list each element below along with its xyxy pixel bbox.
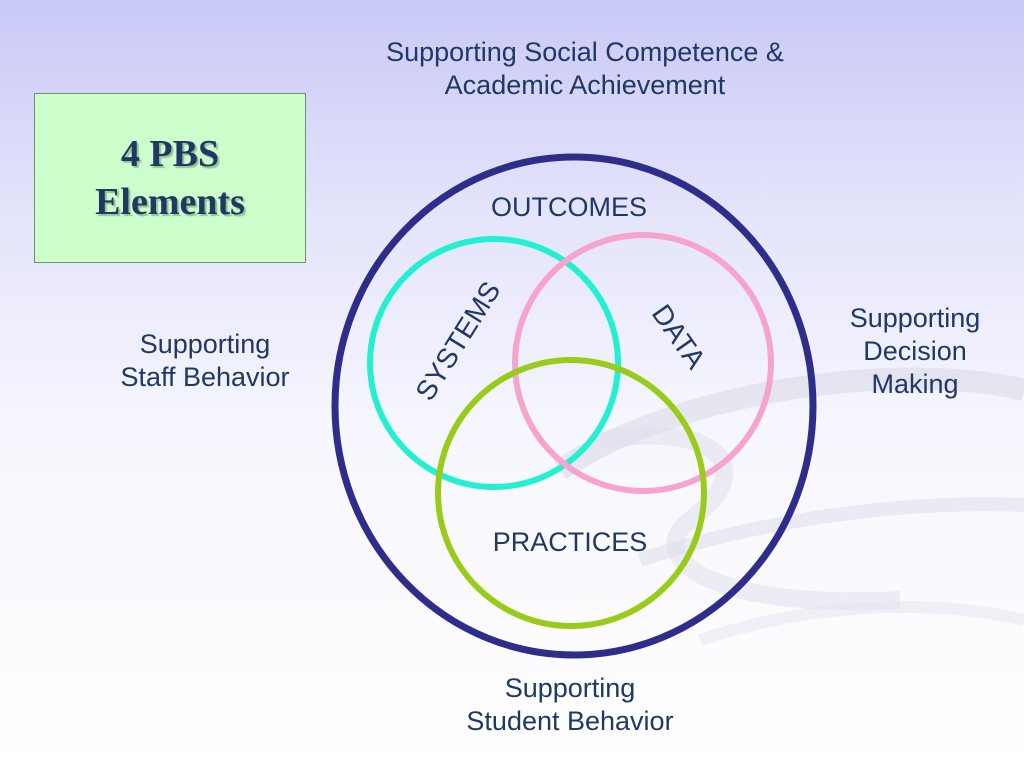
left-label-line-2: Staff Behavior [120,362,290,392]
data-circle [512,232,774,494]
top-label-line-1: Supporting Social Competence & [386,37,784,67]
data-label: DATA [646,299,712,375]
title-line-2: Elements [95,181,245,223]
bottom-label-line-2: Student Behavior [466,706,674,736]
title-line-1: 4 PBS [120,133,220,175]
systems-circle [367,236,621,490]
right-label-line-2: Decision [863,336,967,366]
outer-outcomes-circle [331,153,817,659]
top-label: Supporting Social Competence & Academic … [320,36,850,102]
practices-label: PRACTICES [493,527,648,557]
right-label: Supporting Decision Making [820,302,1010,401]
bottom-label: Supporting Student Behavior [420,672,720,738]
bottom-label-line-1: Supporting [504,673,636,703]
right-label-line-1: Supporting [849,303,981,333]
right-label-line-3: Making [871,369,959,399]
practices-circle [435,357,707,629]
left-label: Supporting Staff Behavior [85,328,325,394]
top-label-line-2: Academic Achievement [444,70,726,100]
left-label-line-1: Supporting [139,329,271,359]
title-box: 4 PBS Elements [34,93,306,263]
slide-title: 4 PBS Elements [95,130,245,226]
outcomes-label: OUTCOMES [491,192,647,222]
